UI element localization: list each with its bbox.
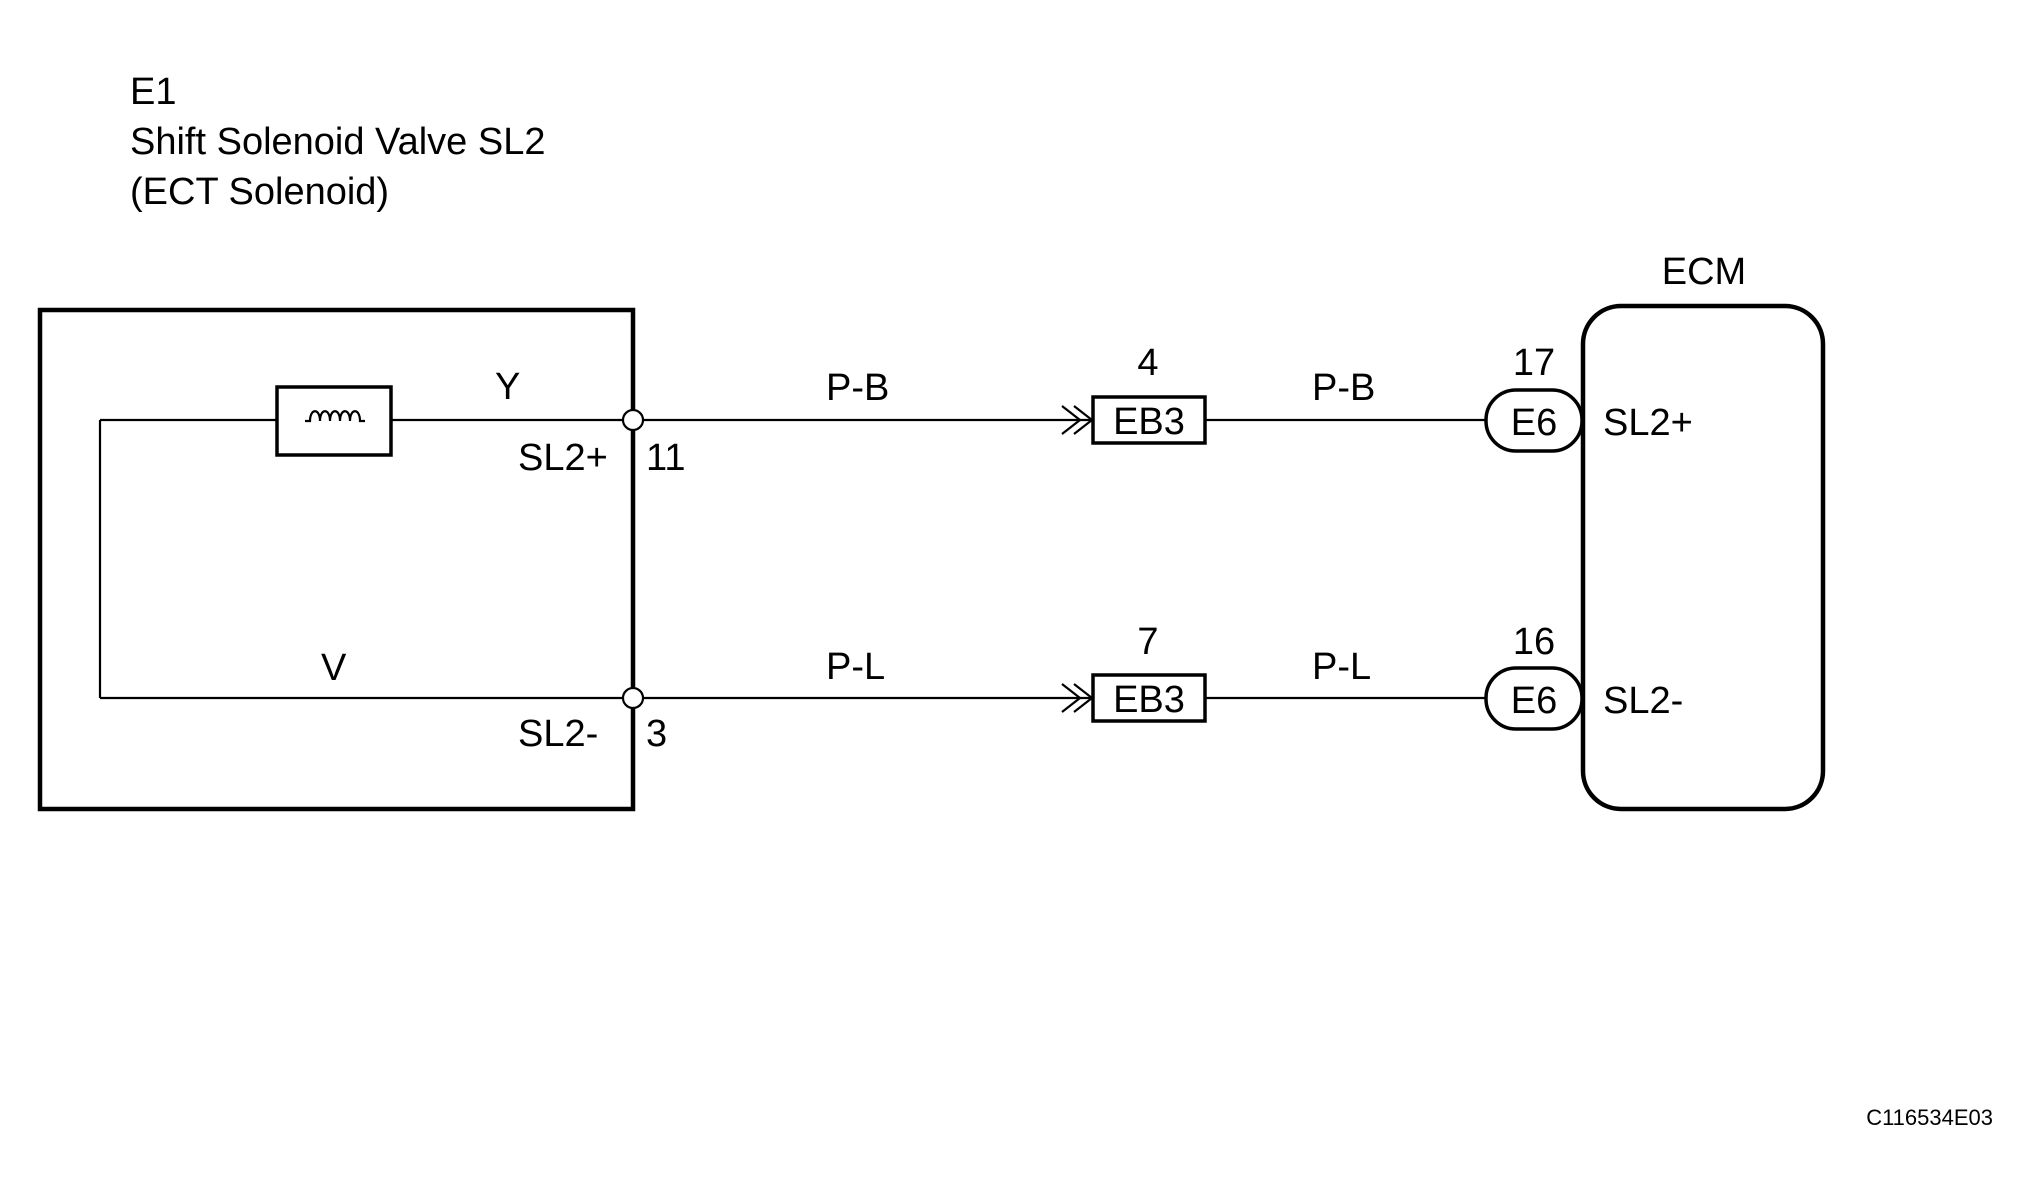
wire-color-top-right: P-B [1312,367,1375,409]
ecm-connector-top-label: E6 [1511,402,1557,444]
joint-name-top: EB3 [1113,401,1185,443]
pin-number-11: 11 [646,437,685,479]
solenoid-coil-box [275,385,393,457]
terminal-sl2-minus [621,686,645,710]
wire-color-top-left: P-B [826,367,889,409]
component-subtitle: (ECT Solenoid) [130,171,389,213]
joint-pin-4: 4 [1137,342,1158,384]
wire-color-y: Y [495,366,520,408]
wire-color-v: V [321,647,347,689]
solenoid-component-box [37,307,636,812]
wire-color-bottom-left: P-L [826,646,885,688]
pin-number-3: 3 [646,713,667,755]
coil-icon [305,410,365,423]
ecm-label: ECM [1662,251,1746,293]
terminal-sl2-plus [621,408,645,432]
wire-color-bottom-right: P-L [1312,646,1371,688]
component-name: Shift Solenoid Valve SL2 [130,121,545,163]
ecm-terminal-sl2-plus: SL2+ [1603,402,1693,444]
pin-name-sl2-minus: SL2- [518,713,598,755]
pin-name-sl2-plus: SL2+ [518,437,608,479]
ecm-terminal-sl2-minus: SL2- [1603,680,1683,722]
joint-pin-7: 7 [1137,621,1158,663]
ecm-pin-17: 17 [1513,342,1555,384]
ecm-box [1580,303,1826,812]
ecm-pin-16: 16 [1513,621,1555,663]
ecm-connector-bottom-label: E6 [1511,680,1557,722]
joint-name-bottom: EB3 [1113,679,1185,721]
component-id: E1 [130,71,176,113]
figure-code: C116534E03 [1866,1105,1993,1130]
